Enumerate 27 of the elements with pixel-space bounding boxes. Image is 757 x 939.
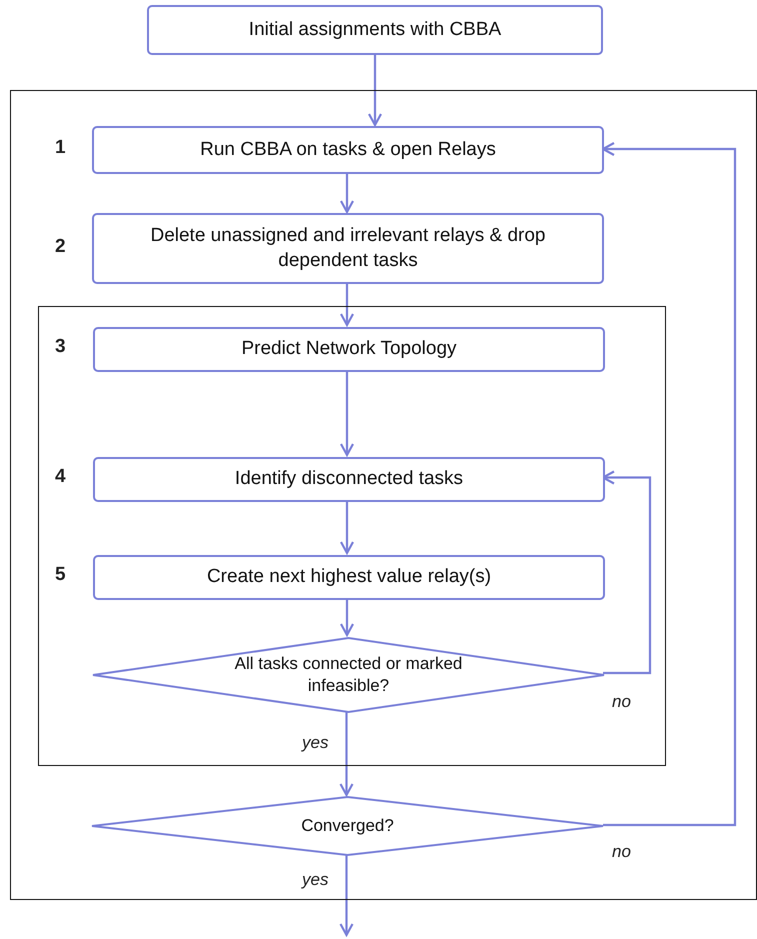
- arrow: [339, 711, 354, 796]
- arrow: [340, 598, 354, 636]
- decision-text: Converged?: [301, 814, 394, 837]
- group-frame: [38, 306, 666, 766]
- step-number: 3: [55, 336, 66, 358]
- decision-diamond: [92, 637, 605, 713]
- arrow: [340, 370, 354, 456]
- process-box: Identify disconnected tasks: [93, 457, 605, 502]
- process-box: Create next highest value relay(s): [93, 555, 605, 600]
- step-number: 5: [55, 564, 66, 586]
- process-box: Delete unassigned and irrelevant relays & drop dependent tasks: [92, 213, 604, 284]
- group-frame: [10, 90, 757, 900]
- process-box: Initial assignments with CBBA: [147, 5, 603, 55]
- step-number: 4: [55, 466, 66, 488]
- process-box: Run CBBA on tasks & open Relays: [92, 126, 604, 174]
- arrow: [602, 142, 736, 826]
- decision-text: All tasks connected or marked infeasible?: [234, 652, 464, 697]
- arrow: [340, 283, 354, 326]
- arrow: [368, 55, 382, 126]
- arrow: [602, 470, 652, 674]
- arrow: [340, 173, 354, 214]
- decision-diamond: [91, 796, 604, 856]
- arrow: [340, 500, 354, 554]
- process-box: Predict Network Topology: [93, 327, 605, 372]
- step-number: 2: [55, 236, 66, 258]
- step-number: 1: [55, 137, 66, 159]
- arrow: [339, 855, 354, 936]
